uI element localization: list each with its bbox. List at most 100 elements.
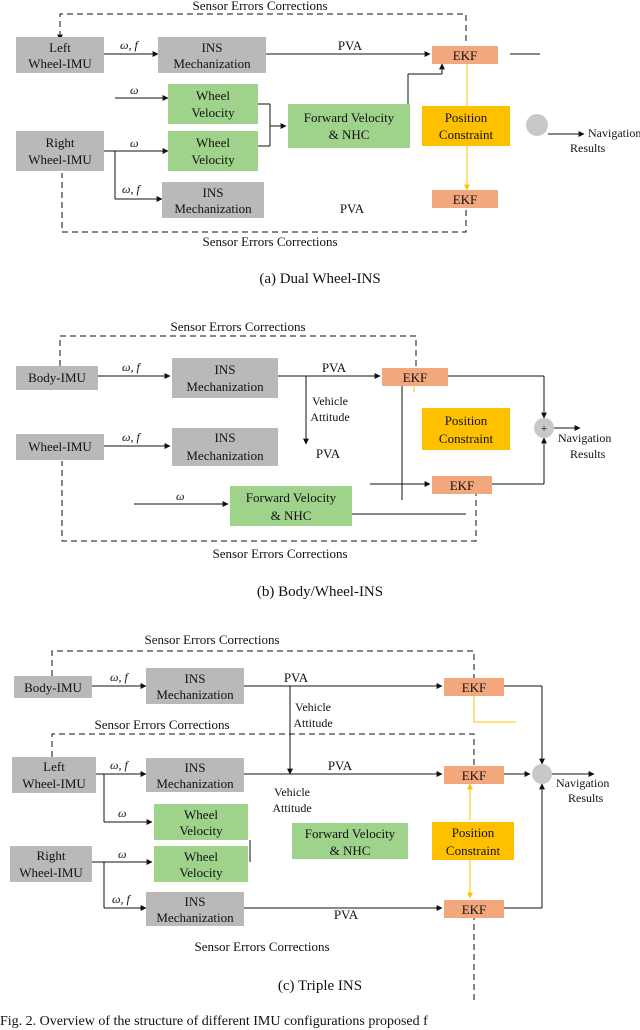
pva-c3-label: PVA xyxy=(334,907,359,922)
vehicle-attitude-c2-label-2: Attitude xyxy=(272,801,311,815)
wheel-velocity-box-a2 xyxy=(168,131,258,171)
fwd-b-label-2: & NHC xyxy=(271,508,312,523)
input-c-w-1: ω xyxy=(118,806,126,820)
ekf-box-a1 xyxy=(432,46,498,64)
nav-c-label-1: Navigation xyxy=(556,776,609,790)
pos-c-label-1: Position xyxy=(452,825,495,840)
ekf-box-c3 xyxy=(444,900,504,918)
pva-b-low-label: PVA xyxy=(316,446,341,461)
input-c-w-2: ω xyxy=(118,847,126,861)
ins-c3-label-2: Mechanization xyxy=(156,910,234,925)
pos-a-label-2: Constraint xyxy=(439,127,494,142)
ins-a1-label-2: Mechanization xyxy=(173,56,251,71)
input-c-wf-2: ω, f xyxy=(110,758,129,772)
ekf-b1-label: EKF xyxy=(403,370,428,385)
ins-b1-label-2: Mechanization xyxy=(186,379,264,394)
ekf-c1-label: EKF xyxy=(462,680,487,695)
ins-c1-label-2: Mechanization xyxy=(156,687,234,702)
vehicle-attitude-b-label-1: Vehicle xyxy=(312,394,348,408)
pos-a-label-1: Position xyxy=(445,110,488,125)
wheel-imu-box-b xyxy=(16,434,104,460)
pva-a-bottom-label: PVA xyxy=(340,201,365,216)
body-imu-label-b: Body-IMU xyxy=(28,370,86,385)
forward-velocity-nhc-box-b xyxy=(230,486,352,526)
fwd-b-label-1: Forward Velocity xyxy=(246,490,337,505)
input-a-wf-top: ω, f xyxy=(120,38,139,52)
ekf-box-a2 xyxy=(432,190,498,208)
right-imu-c-label-2: Wheel-IMU xyxy=(19,865,83,880)
pva-c1-label: PVA xyxy=(284,670,309,685)
vehicle-attitude-c1-label-1: Vehicle xyxy=(295,700,331,714)
caption-c: (c) Triple INS xyxy=(277,978,363,994)
input-a-w2: ω xyxy=(130,136,138,150)
left-wheel-imu-box xyxy=(16,37,104,73)
right-imu-c-label-1: Right xyxy=(37,848,66,863)
feedback-line-a-top xyxy=(59,13,467,42)
sum-node-c xyxy=(532,764,552,784)
position-constraint-box-c xyxy=(432,822,514,860)
input-b-w: ω xyxy=(176,489,184,503)
fwd-a-label-2: & NHC xyxy=(329,127,370,142)
ins-b2-label-2: Mechanization xyxy=(186,448,264,463)
vehicle-attitude-c2-label-1: Vehicle xyxy=(274,785,310,799)
wheel-vel-c2-label-2: Velocity xyxy=(179,865,223,880)
wheel-vel-a2-label-1: Wheel xyxy=(196,135,230,150)
pva-b-top-label: PVA xyxy=(322,360,347,375)
ins-mechanization-box-c3 xyxy=(146,892,244,926)
ins-c2-label-2: Mechanization xyxy=(156,776,234,791)
panel-b xyxy=(59,335,581,542)
feedback-label-b-top: Sensor Errors Corrections xyxy=(170,319,305,334)
forward-velocity-nhc-box-a xyxy=(288,104,410,148)
panel-a xyxy=(57,13,585,233)
left-imu-c-label-1: Left xyxy=(43,759,65,774)
feedback-line-a-bottom xyxy=(61,173,467,233)
pva-a-top-label: PVA xyxy=(338,38,363,53)
nav-a-label-2: Results xyxy=(570,141,606,155)
wheel-vel-c1-label-2: Velocity xyxy=(179,823,223,838)
right-wheel-imu-label-2: Wheel-IMU xyxy=(28,152,92,167)
right-wheel-imu-box xyxy=(16,131,104,171)
body-imu-box-b xyxy=(16,366,98,390)
input-b-wf-mid: ω, f xyxy=(122,430,141,444)
feedback-label-c-bottom: Sensor Errors Corrections xyxy=(194,939,329,954)
ekf-c2-label: EKF xyxy=(462,768,487,783)
body-imu-label-c: Body-IMU xyxy=(24,680,82,695)
ins-a2-label-2: Mechanization xyxy=(174,201,252,216)
input-b-wf-top: ω, f xyxy=(122,360,141,374)
ins-b2-label-1: INS xyxy=(215,430,236,445)
wheel-imu-label-b: Wheel-IMU xyxy=(28,439,92,454)
nav-b-label-1: Navigation xyxy=(558,431,611,445)
feedback-label-a-top: Sensor Errors Corrections xyxy=(192,0,327,13)
pos-b-label-1: Position xyxy=(445,413,488,428)
input-c-wf-1: ω, f xyxy=(110,670,129,684)
body-imu-box-c xyxy=(14,676,92,698)
sum-node-b xyxy=(534,418,554,438)
figure-footnote: Fig. 2. Overview of the structure of dif… xyxy=(0,1014,428,1029)
caption-a: (a) Dual Wheel-INS xyxy=(259,271,381,287)
ins-c2-label-1: INS xyxy=(185,760,206,775)
feedback-label-c-top: Sensor Errors Corrections xyxy=(144,632,279,647)
ins-b1-label-1: INS xyxy=(215,362,236,377)
wheel-vel-c1-label-1: Wheel xyxy=(184,807,218,822)
position-constraint-box-b xyxy=(422,408,510,450)
ins-mechanization-box-b1 xyxy=(172,358,278,398)
pos-b-label-2: Constraint xyxy=(439,431,494,446)
vehicle-attitude-b-label-2: Attitude xyxy=(310,410,349,424)
forward-velocity-nhc-box-c xyxy=(292,823,408,859)
pos-c-label-2: Constraint xyxy=(446,843,501,858)
ins-mechanization-box-c1 xyxy=(146,668,244,704)
pva-c2-label: PVA xyxy=(328,758,353,773)
wheel-velocity-box-a1 xyxy=(168,84,258,124)
ekf-c3-label: EKF xyxy=(462,902,487,917)
panel-c xyxy=(51,650,595,1000)
nav-a-label-1: Navigation xyxy=(588,126,640,140)
ekf-a2-label: EKF xyxy=(453,192,478,207)
fwd-c-label-2: & NHC xyxy=(330,843,371,858)
wheel-vel-a2-label-2: Velocity xyxy=(191,152,235,167)
ekf-box-b2 xyxy=(432,476,492,494)
ins-c1-label-1: INS xyxy=(185,671,206,686)
input-a-wf-bottom: ω, f xyxy=(122,182,141,196)
ekf-b2-label: EKF xyxy=(450,478,475,493)
left-wheel-imu-label-2: Wheel-IMU xyxy=(28,56,92,71)
